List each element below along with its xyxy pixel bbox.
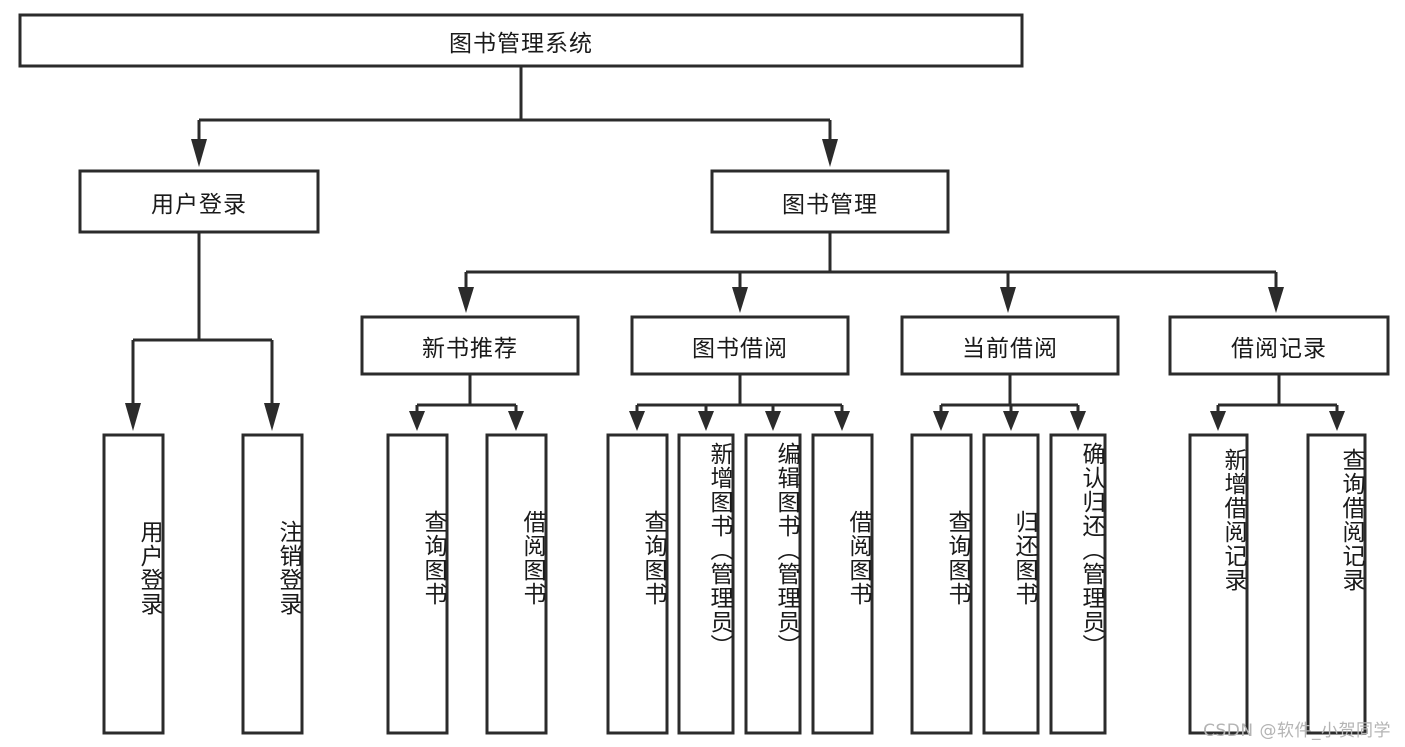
arrow-head-icon [834,411,850,431]
arrow-head-icon [698,411,714,431]
node-box-book-borrow[interactable] [630,315,850,376]
node-box-leaf-add-book[interactable] [677,433,735,735]
arrow-head-icon [1070,411,1086,431]
node-box-leaf-edit-book[interactable] [744,433,802,735]
arrow-head-icon [125,403,141,431]
node-box-book-manage[interactable] [710,169,950,234]
node-box-leaf-borrow-book-2[interactable] [811,433,874,735]
connector-new-book-recommend-branch [409,374,524,431]
node-box-new-book-recommend[interactable] [360,315,580,376]
node-box-leaf-query-book-1[interactable] [386,433,449,735]
connector-user-login-branch [125,232,280,431]
connector-current-borrow-branch [933,374,1086,431]
arrow-head-icon [765,411,781,431]
connector-book-borrow-branch [629,374,850,431]
node-box-leaf-query-book-3[interactable] [910,433,973,735]
arrow-head-icon [1000,287,1016,313]
node-box-current-borrow[interactable] [900,315,1120,376]
node-box-leaf-query-book-2[interactable] [606,433,669,735]
arrow-head-icon [732,287,748,313]
arrow-head-icon [629,411,645,431]
arrow-head-icon [822,139,838,167]
node-box-leaf-borrow-book-1[interactable] [485,433,548,735]
arrow-head-icon [191,139,207,167]
node-box-root[interactable] [18,13,1024,68]
connector-root-branch [191,66,838,167]
arrow-head-icon [458,287,474,313]
arrow-head-icon [409,411,425,431]
node-box-user-login[interactable] [78,169,320,234]
watermark-text: CSDN @软件_小贺同学 [1203,721,1391,741]
node-box-leaf-confirm-return[interactable] [1049,433,1107,735]
arrow-head-icon [1268,287,1284,313]
node-box-leaf-query-record[interactable] [1306,433,1367,735]
node-box-leaf-add-record[interactable] [1188,433,1249,735]
arrow-head-icon [264,403,280,431]
node-box-leaf-return-book[interactable] [982,433,1040,735]
connector-borrow-record-branch [1210,374,1345,431]
node-box-borrow-record[interactable] [1168,315,1390,376]
arrow-head-icon [933,411,949,431]
connector-book-manage-branch [458,232,1284,313]
arrow-head-icon [508,411,524,431]
arrow-head-icon [1210,411,1226,431]
node-box-leaf-logout[interactable] [241,433,304,735]
arrow-head-icon [1003,411,1019,431]
node-box-leaf-user-login[interactable] [102,433,165,735]
arrow-head-icon [1329,411,1345,431]
